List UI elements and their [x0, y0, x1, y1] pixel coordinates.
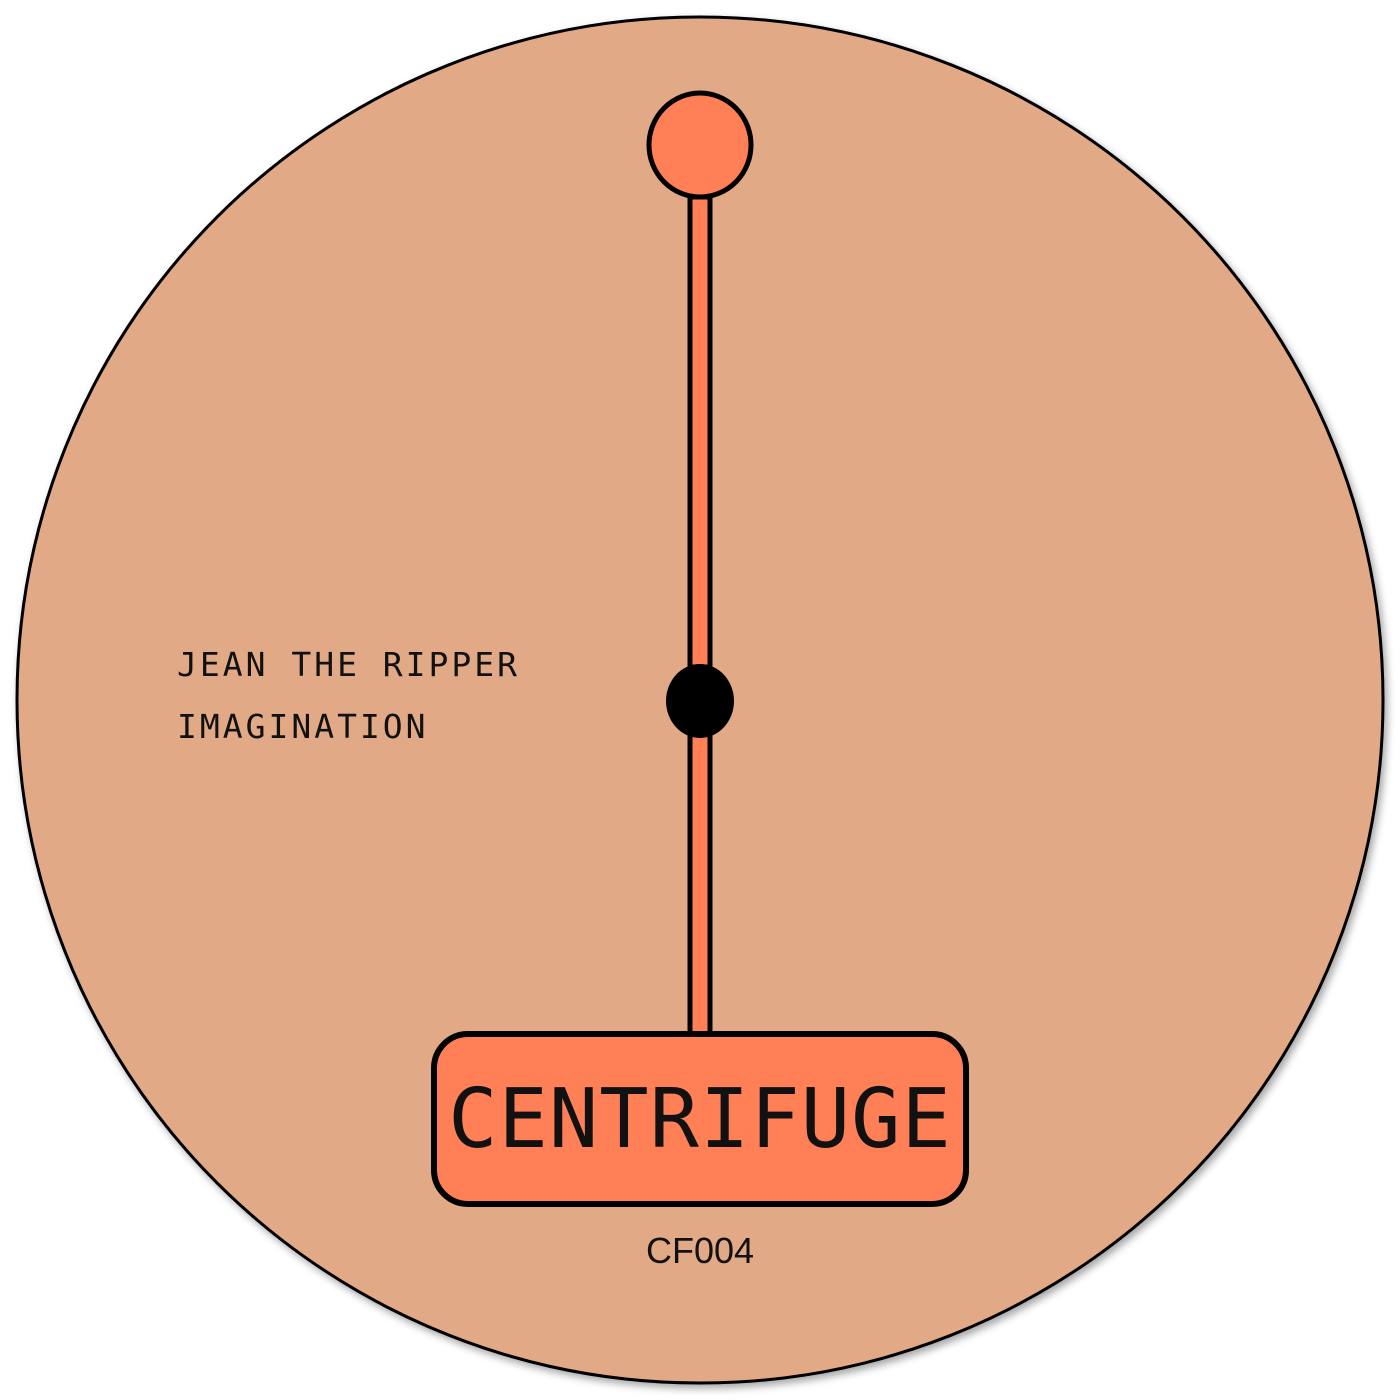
- spindle-hole-icon: [666, 664, 734, 738]
- top-knob-icon: [646, 90, 754, 200]
- catalog-number: CF004: [645, 1230, 755, 1271]
- brand-plate: [431, 1031, 969, 1207]
- brand-logo-text: CENTRIFUGE: [448, 1071, 952, 1167]
- stem-lower: [687, 730, 713, 1039]
- artist-name: JEAN THE RIPPER: [177, 645, 521, 684]
- stem-upper: [687, 194, 713, 670]
- track-title: IMAGINATION: [177, 707, 429, 746]
